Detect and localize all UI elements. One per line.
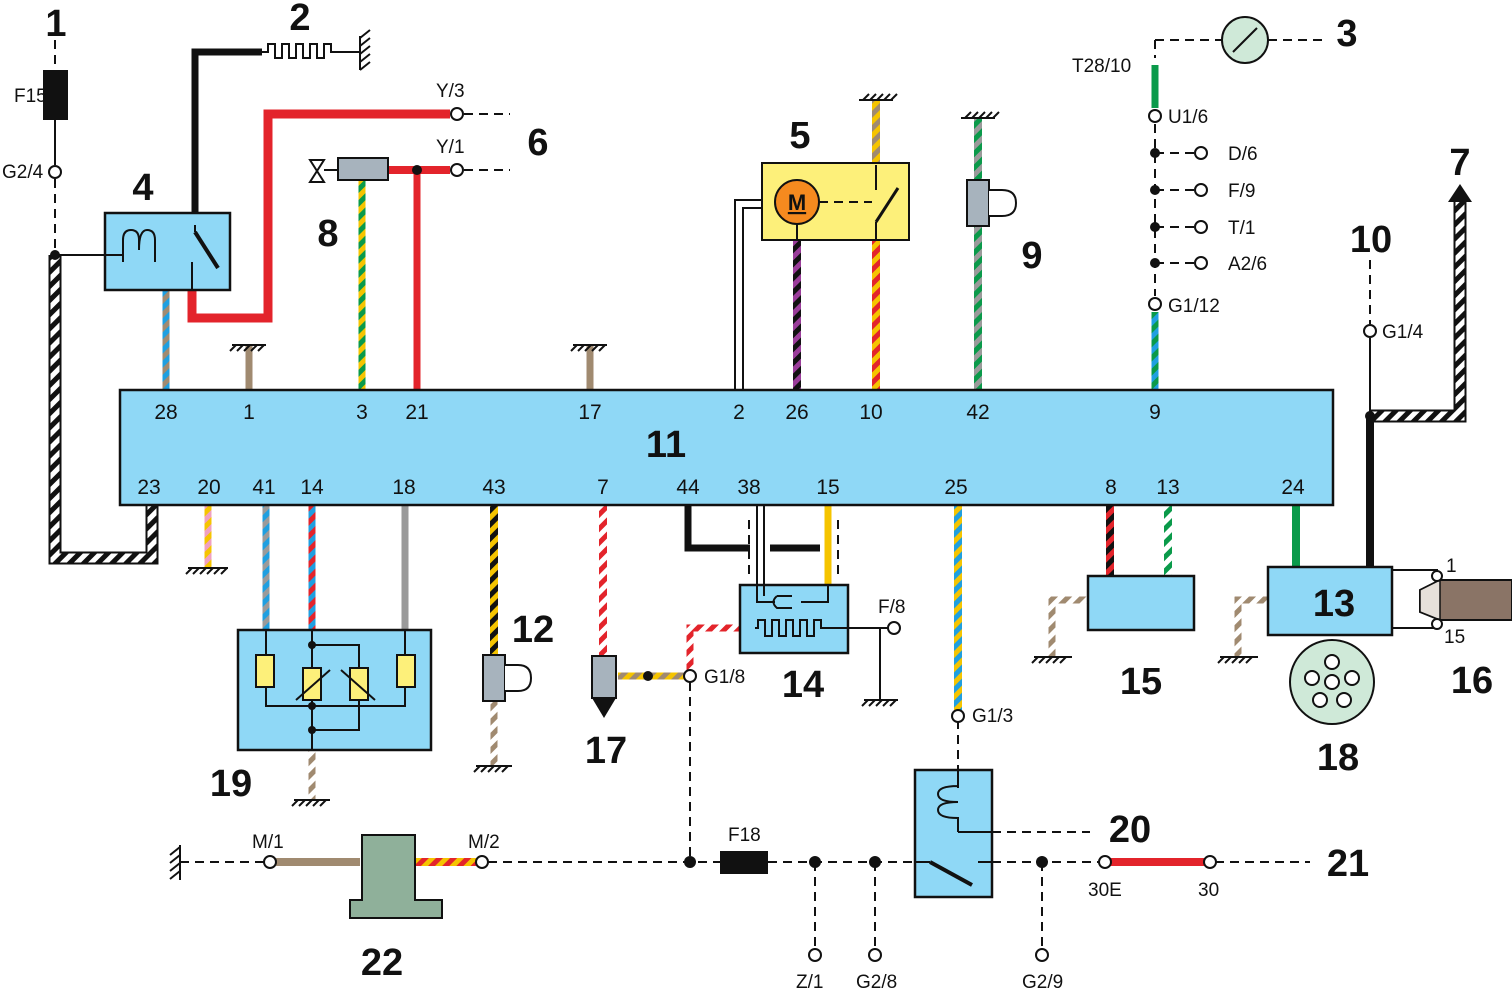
label-g2-8: G2/8	[856, 972, 897, 993]
ecu-pin-26: 26	[785, 401, 808, 424]
ecu-pin-8: 8	[1105, 476, 1117, 499]
module-15	[1086, 574, 1196, 632]
label-f8: F/8	[878, 597, 905, 618]
label-component-5: 5	[789, 115, 810, 157]
label-component-4: 4	[132, 167, 153, 209]
label-component-13: 13	[1313, 583, 1355, 625]
label-component-8: 8	[317, 213, 338, 255]
fuse-f15	[43, 70, 68, 120]
sensor-9	[966, 179, 1018, 227]
ecu-pin-28: 28	[154, 401, 177, 424]
label-component-18: 18	[1317, 737, 1359, 779]
label-g1-3: G1/3	[972, 706, 1013, 727]
label-30e: 30E	[1088, 880, 1122, 901]
ecu-pin-17: 17	[578, 401, 601, 424]
label-component-2: 2	[289, 0, 310, 39]
ecu-pin-1: 1	[243, 401, 255, 424]
ecu-pin-13: 13	[1156, 476, 1179, 499]
label-component-22: 22	[361, 942, 403, 984]
label-component-7: 7	[1449, 142, 1470, 184]
label-z1: Z/1	[796, 972, 823, 993]
label-component-14: 14	[782, 664, 824, 706]
label-t28-10: T28/10	[1072, 56, 1131, 77]
ecu-11	[118, 388, 1335, 507]
label-g2-4: G2/4	[2, 162, 44, 183]
gauge-3	[1221, 16, 1269, 64]
label-component-21: 21	[1327, 843, 1369, 885]
label-component-3: 3	[1336, 13, 1357, 55]
module-13	[1266, 565, 1438, 637]
label-f15: F15	[14, 86, 47, 107]
oxygen-sensor-14	[738, 583, 850, 655]
label-f9: F/9	[1228, 181, 1255, 202]
label-g1-4: G1/4	[1382, 322, 1424, 343]
ecu-pin-18: 18	[392, 476, 415, 499]
fuse-f18	[720, 851, 768, 874]
label-component-16: 16	[1451, 660, 1493, 702]
label-g1-12: G1/12	[1168, 296, 1220, 317]
ecu-pin-23: 23	[137, 476, 160, 499]
label-component-12: 12	[512, 609, 554, 651]
label-d6: D/6	[1228, 144, 1258, 165]
ecu-pin-43: 43	[482, 476, 505, 499]
label-g2-9: G2/9	[1022, 972, 1063, 993]
ecu-pin-7: 7	[597, 476, 609, 499]
label-f18: F18	[728, 825, 761, 846]
socket-18	[1289, 639, 1375, 725]
ecu-pin-21: 21	[405, 401, 428, 424]
label-pin-15: 15	[1444, 627, 1465, 648]
ecu-pin-14: 14	[300, 476, 324, 499]
ecu-pin-15: 15	[816, 476, 839, 499]
motor-symbol: M	[788, 190, 806, 215]
label-30: 30	[1198, 880, 1219, 901]
ecu-pin-25: 25	[944, 476, 967, 499]
ecu-pin-42: 42	[966, 401, 989, 424]
label-component-6: 6	[527, 122, 548, 164]
label-component-10: 10	[1350, 219, 1392, 261]
label-component-15: 15	[1120, 661, 1162, 703]
ecu-pin-2: 2	[733, 401, 745, 424]
label-component-9: 9	[1021, 235, 1042, 277]
label-pin-1: 1	[1446, 556, 1457, 577]
relay-block-19	[236, 628, 433, 752]
label-component-1: 1	[45, 3, 66, 45]
sensor-17	[591, 655, 617, 718]
ecu-pin-3: 3	[356, 401, 368, 424]
ecu-pin-10: 10	[859, 401, 882, 424]
ground-symbols	[185, 93, 1258, 807]
label-component-17: 17	[585, 730, 627, 772]
label-g1-8: G1/8	[704, 667, 745, 688]
wires	[48, 29, 1472, 948]
ecu-pin-20: 20	[197, 476, 220, 499]
label-m2: M/2	[468, 832, 500, 853]
label-a2-6: A2/6	[1228, 254, 1267, 275]
ecu-label: 11	[646, 424, 686, 466]
label-component-20: 20	[1109, 809, 1151, 851]
terminals	[48, 107, 1443, 962]
ecu-pin-44: 44	[676, 476, 700, 499]
ecu-pin-41: 41	[252, 476, 275, 499]
ecu-pin-9: 9	[1149, 401, 1161, 424]
motor-unit-5: M	[761, 162, 910, 241]
sensor-8	[308, 157, 389, 183]
relay-20	[913, 768, 994, 899]
relay-4	[103, 211, 232, 292]
label-u1-6: U1/6	[1168, 107, 1208, 128]
ecu-pin-24: 24	[1281, 476, 1305, 499]
component-22	[349, 834, 443, 919]
sensor-12	[482, 654, 533, 702]
connector-16	[1419, 578, 1512, 622]
label-m1: M/1	[252, 832, 284, 853]
label-t1: T/1	[1228, 218, 1255, 239]
label-y1: Y/1	[436, 137, 465, 158]
label-component-19: 19	[210, 763, 252, 805]
ecu-pin-38: 38	[737, 476, 760, 499]
label-y3: Y/3	[436, 81, 465, 102]
